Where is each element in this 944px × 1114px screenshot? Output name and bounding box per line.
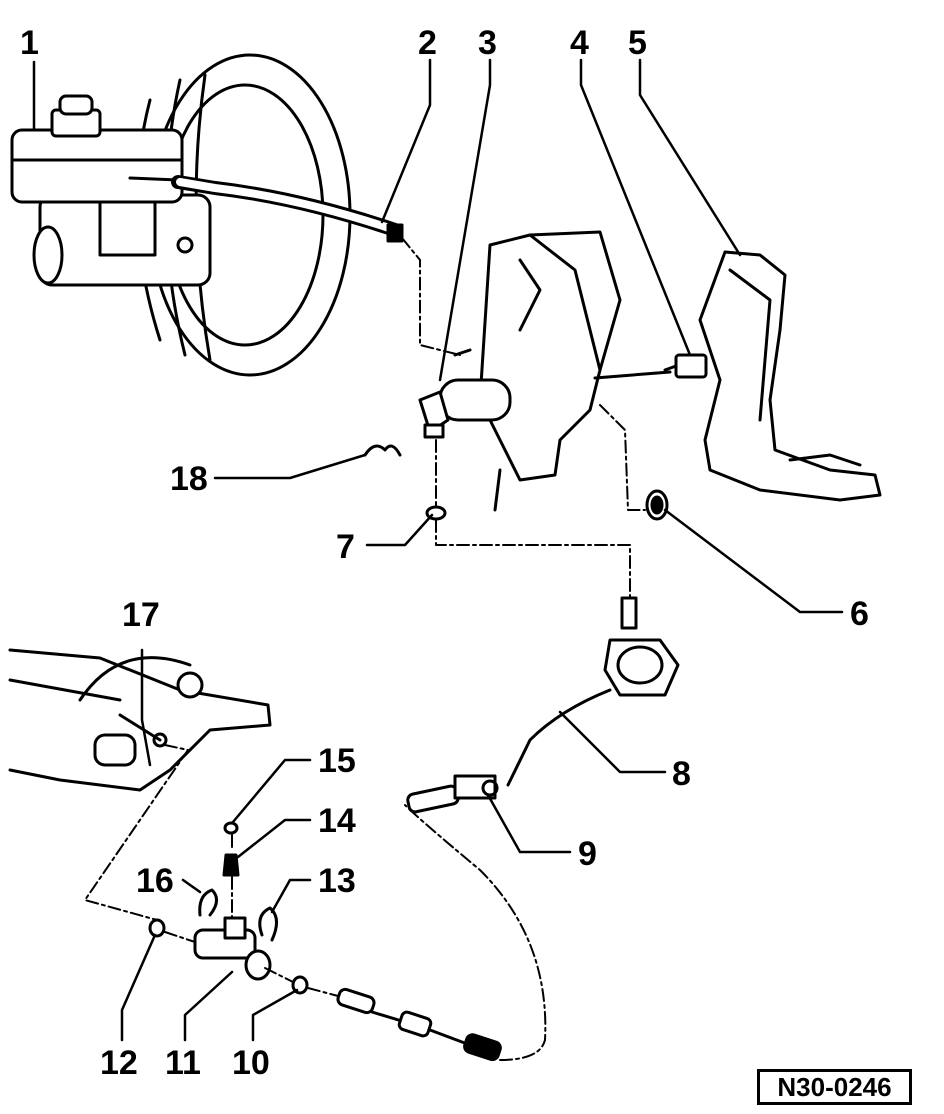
seal-12 — [148, 918, 166, 938]
assembly-lines — [84, 237, 646, 1061]
callout-11: 11 — [165, 1044, 201, 1082]
bleed-valve-14 — [222, 853, 240, 877]
fluid-reservoir — [10, 94, 184, 204]
callout-12: 12 — [100, 1044, 138, 1082]
callout-5: 5 — [628, 24, 647, 62]
callout-2: 2 — [418, 24, 437, 62]
callout-9: 9 — [578, 835, 597, 873]
callout-15: 15 — [318, 742, 356, 780]
callout-7: 7 — [336, 528, 355, 566]
callout-1: 1 — [20, 24, 39, 62]
callout-8: 8 — [672, 755, 691, 793]
bush — [645, 489, 669, 521]
clutch-master-cylinder — [418, 230, 672, 512]
brake-master-cylinder — [32, 193, 212, 287]
clip-18 — [363, 444, 402, 457]
callout-13: 13 — [318, 862, 356, 900]
clip-16 — [198, 888, 218, 917]
callout-4: 4 — [570, 24, 589, 62]
hydraulic-hose — [336, 987, 502, 1062]
cap-15 — [223, 821, 239, 835]
seal-10 — [291, 975, 309, 995]
callout-3: 3 — [478, 24, 497, 62]
clevis — [663, 353, 708, 379]
callout-10: 10 — [232, 1044, 270, 1082]
line-connector — [406, 774, 499, 814]
callout-17: 17 — [122, 596, 160, 634]
clip-13 — [258, 906, 278, 942]
feed-hose — [171, 175, 404, 243]
adapter — [193, 916, 272, 981]
leader-lines — [32, 58, 844, 1042]
callout-6: 6 — [850, 595, 869, 633]
figure-reference-code: N30-0246 — [757, 1069, 912, 1105]
callout-16: 16 — [136, 862, 174, 900]
callout-18: 18 — [170, 460, 208, 498]
gearbox-housing — [8, 648, 272, 792]
callout-14: 14 — [318, 802, 356, 840]
clutch-pedal — [698, 250, 882, 502]
release-bearing-slave — [506, 596, 680, 787]
